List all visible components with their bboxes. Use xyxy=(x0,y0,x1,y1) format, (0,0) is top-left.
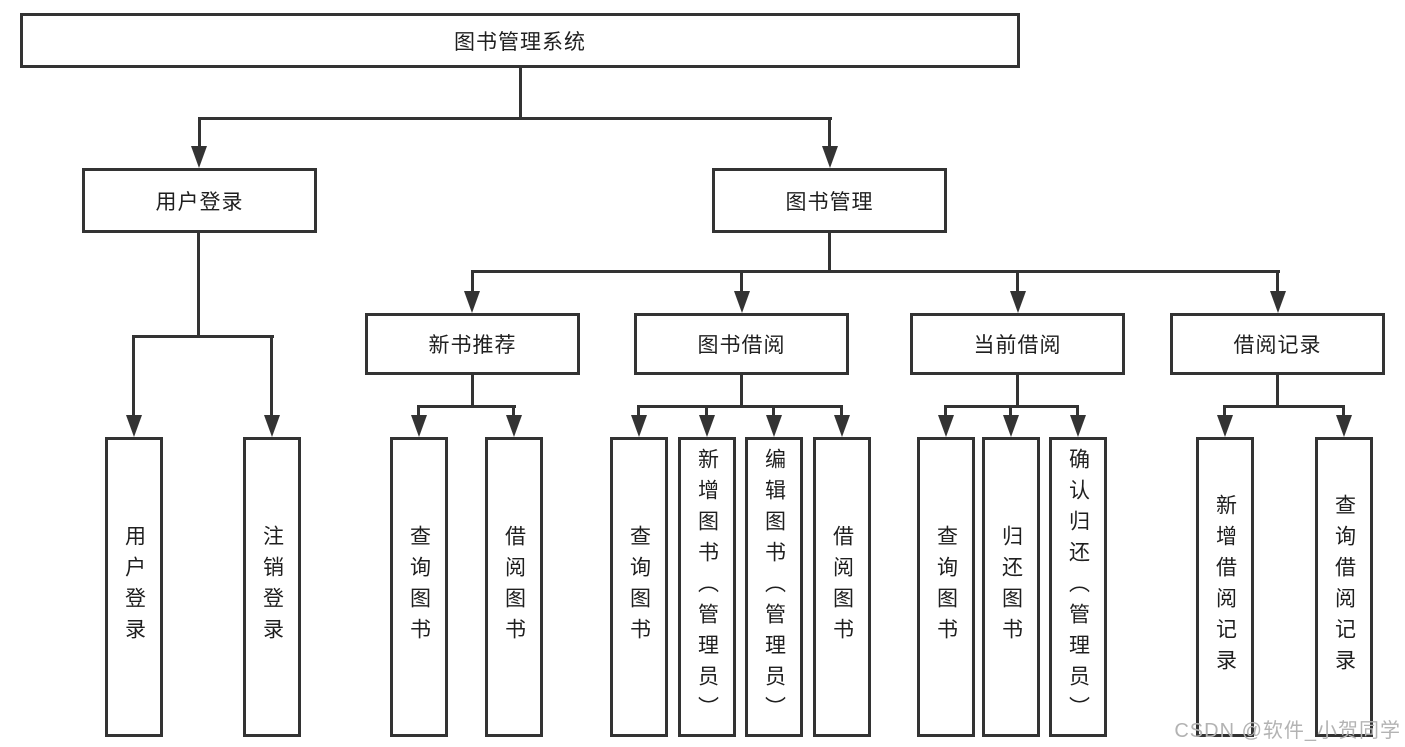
arrow-down-icon xyxy=(631,415,647,437)
connector-stub xyxy=(417,405,420,417)
node-label: 查询图书 xyxy=(934,525,958,649)
node-new-book-recommendation: 新书推荐 xyxy=(365,313,580,375)
connector-stub xyxy=(772,405,775,417)
leaf-borrow-books: 借阅图书 xyxy=(813,437,871,737)
arrow-down-icon xyxy=(734,291,750,313)
leaf-add-borrowing-record: 新增借阅记录 xyxy=(1196,437,1254,737)
node-label: 借阅图书 xyxy=(502,525,526,649)
connector-split xyxy=(419,405,516,408)
node-label: 新增图书（管理员） xyxy=(695,447,719,727)
leaf-query-books-current: 查询图书 xyxy=(917,437,975,737)
connector-stub xyxy=(828,117,831,148)
node-label: 借阅记录 xyxy=(1233,334,1322,357)
watermark-text: CSDN @软件_小贺同学 xyxy=(1174,720,1401,742)
connector-user-login-split xyxy=(133,335,274,338)
arrow-down-icon xyxy=(834,415,850,437)
connector-stem xyxy=(471,375,474,408)
arrow-down-icon xyxy=(264,415,280,437)
connector-stub xyxy=(471,270,474,291)
connector-stub xyxy=(705,405,708,417)
arrow-down-icon xyxy=(1336,415,1352,437)
leaf-edit-books-admin: 编辑图书（管理员） xyxy=(745,437,803,737)
node-label: 注销登录 xyxy=(260,525,284,649)
arrow-down-icon xyxy=(1070,415,1086,437)
leaf-query-books-recommendation: 查询图书 xyxy=(390,437,448,737)
connector-stem xyxy=(1016,375,1019,408)
connector-stub xyxy=(740,270,743,291)
node-current-borrowing: 当前借阅 xyxy=(910,313,1125,375)
connector-stub xyxy=(512,405,515,417)
connector-stub xyxy=(1276,270,1279,291)
node-label: 新增借阅记录 xyxy=(1213,494,1237,680)
node-label: 归还图书 xyxy=(999,525,1023,649)
arrow-down-icon xyxy=(126,415,142,437)
connector-user-login-stem xyxy=(197,233,200,338)
node-book-management: 图书管理 xyxy=(712,168,947,233)
arrow-down-icon xyxy=(1217,415,1233,437)
node-label: 查询图书 xyxy=(407,525,431,649)
node-label: 当前借阅 xyxy=(973,334,1062,357)
node-label: 用户登录 xyxy=(155,190,244,214)
connector-stub xyxy=(1342,405,1345,417)
node-book-borrowing: 图书借阅 xyxy=(634,313,849,375)
connector-split xyxy=(639,405,842,408)
arrow-down-icon xyxy=(1010,291,1026,313)
arrow-down-icon xyxy=(938,415,954,437)
node-label: 编辑图书（管理员） xyxy=(762,447,786,727)
connector-stub xyxy=(1009,405,1012,417)
connector-split xyxy=(946,405,1079,408)
arrow-down-icon xyxy=(411,415,427,437)
connector-stub xyxy=(1223,405,1226,417)
connector-book-mgmt-stem xyxy=(828,233,831,273)
node-library-management-system: 图书管理系统 xyxy=(20,13,1020,68)
leaf-borrow-books-recommendation: 借阅图书 xyxy=(485,437,543,737)
node-label: 借阅图书 xyxy=(830,525,854,649)
connector-stub xyxy=(944,405,947,417)
leaf-user-login: 用户登录 xyxy=(105,437,163,737)
arrow-down-icon xyxy=(191,146,207,168)
node-label: 图书管理系统 xyxy=(454,30,586,54)
connector-split xyxy=(1225,405,1345,408)
connector-root-split xyxy=(198,117,832,120)
connector-stub xyxy=(637,405,640,417)
leaf-logout: 注销登录 xyxy=(243,437,301,737)
node-label: 图书管理 xyxy=(785,190,874,214)
node-borrowing-records: 借阅记录 xyxy=(1170,313,1385,375)
connector-root-stem xyxy=(519,68,522,120)
arrow-down-icon xyxy=(1003,415,1019,437)
connector-stub xyxy=(1016,270,1019,291)
connector-stub xyxy=(132,335,135,415)
node-label: 查询借阅记录 xyxy=(1332,494,1356,680)
connector-stub xyxy=(1076,405,1079,417)
arrow-down-icon xyxy=(464,291,480,313)
arrow-down-icon xyxy=(506,415,522,437)
leaf-add-books-admin: 新增图书（管理员） xyxy=(678,437,736,737)
leaf-query-borrowing-record: 查询借阅记录 xyxy=(1315,437,1373,737)
arrow-down-icon xyxy=(822,146,838,168)
connector-book-mgmt-split xyxy=(471,270,1280,273)
connector-stub xyxy=(198,117,201,148)
node-label: 图书借阅 xyxy=(697,334,786,357)
connector-stub xyxy=(840,405,843,417)
leaf-confirm-return-admin: 确认归还（管理员） xyxy=(1049,437,1107,737)
leaf-query-books-borrowing: 查询图书 xyxy=(610,437,668,737)
arrow-down-icon xyxy=(699,415,715,437)
node-label: 新书推荐 xyxy=(428,334,517,357)
arrow-down-icon xyxy=(1270,291,1286,313)
node-user-login: 用户登录 xyxy=(82,168,317,233)
leaf-return-books: 归还图书 xyxy=(982,437,1040,737)
arrow-down-icon xyxy=(766,415,782,437)
connector-stem xyxy=(1276,375,1279,408)
connector-stem xyxy=(740,375,743,408)
node-label: 确认归还（管理员） xyxy=(1066,447,1090,727)
connector-stub xyxy=(270,335,273,415)
node-label: 用户登录 xyxy=(122,525,146,649)
node-label: 查询图书 xyxy=(627,525,651,649)
